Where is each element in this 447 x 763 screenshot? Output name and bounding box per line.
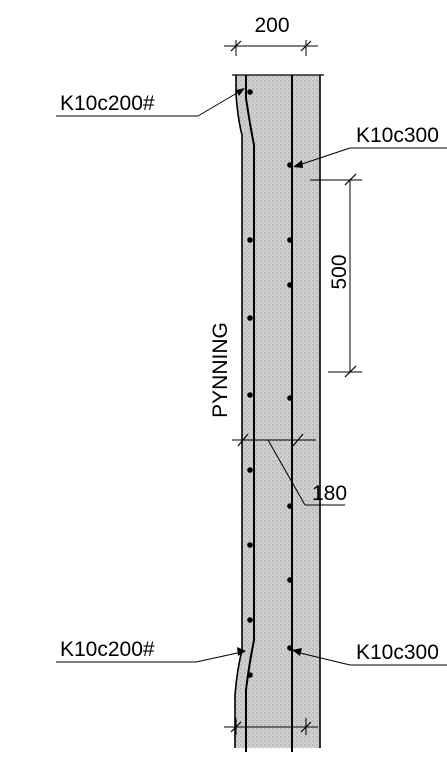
callout-rebar-bottom-right-label: K10c300: [356, 641, 439, 664]
rebar-lines: [245, 75, 293, 752]
wall-left-edge: [234, 75, 243, 748]
wall-concrete: [232, 74, 324, 748]
dimension-thickness: 180: [232, 433, 347, 506]
dimension-top-width-label: 200: [254, 14, 289, 37]
callout-rebar-top-right: K10c300: [293, 124, 447, 168]
callout-rebar-bottom-right: K10c300: [292, 641, 447, 666]
callout-rebar-bottom-left-label: K10c200#: [60, 638, 155, 661]
callout-rebar-top-left-label: K10c200#: [60, 92, 155, 115]
rebar-left-vertical: [245, 75, 255, 752]
dimension-spacing: 500: [310, 173, 362, 378]
dimension-spacing-label: 500: [328, 254, 351, 289]
vertical-label-pynning: PYNNING: [209, 322, 232, 418]
callout-rebar-bottom-left: K10c200#: [56, 638, 246, 663]
dimension-top-width: 200: [224, 14, 318, 56]
dimension-bottom-width: [224, 718, 318, 735]
callout-rebar-top-left: K10c200#: [56, 88, 245, 117]
dimension-thickness-label: 180: [312, 482, 347, 505]
callout-rebar-top-right-label: K10c300: [356, 124, 439, 147]
